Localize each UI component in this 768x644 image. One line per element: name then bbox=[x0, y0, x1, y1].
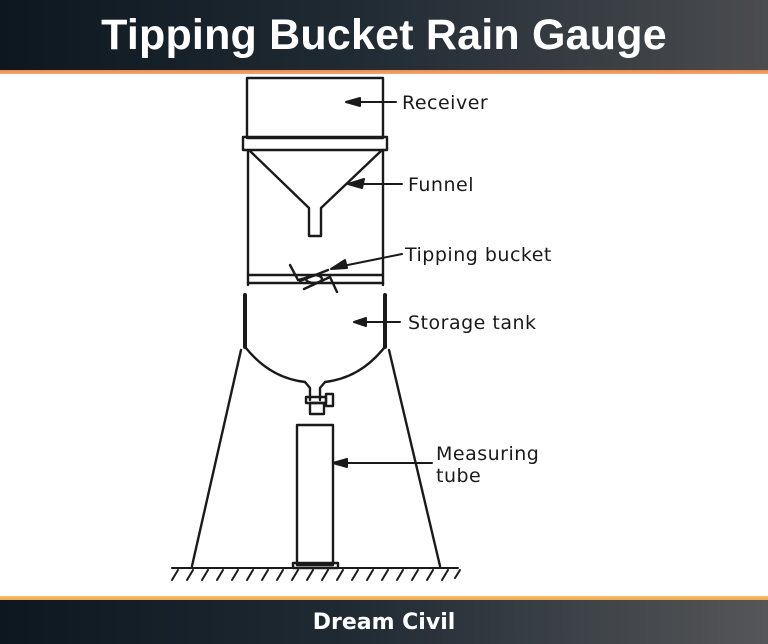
rain-gauge-diagram: Receiver Funnel Tipping bucket Storage t… bbox=[0, 74, 768, 596]
casing-shape bbox=[246, 148, 385, 287]
ground-hatching bbox=[171, 567, 461, 581]
title-banner: Tipping Bucket Rain Gauge bbox=[0, 0, 768, 70]
footer-accent-line bbox=[0, 596, 768, 600]
label-storage-tank: Storage tank bbox=[408, 312, 537, 334]
footer-banner: Dream Civil bbox=[0, 600, 768, 644]
label-receiver: Receiver bbox=[402, 92, 489, 114]
leader-arrows bbox=[330, 97, 433, 468]
storage-tank-shape bbox=[243, 293, 387, 402]
header-accent-line bbox=[0, 70, 768, 74]
funnel-shape bbox=[248, 149, 383, 238]
tipping-bucket-shape bbox=[246, 263, 385, 294]
label-measuring-tube-line2: tube bbox=[436, 465, 482, 487]
valve-shape bbox=[304, 392, 335, 416]
brand-name: Dream Civil bbox=[312, 609, 456, 635]
receiver-shape bbox=[241, 76, 389, 152]
stand-legs bbox=[190, 348, 442, 568]
label-measuring-tube-line1: Measuring bbox=[436, 443, 540, 465]
measuring-tube-shape bbox=[291, 423, 340, 570]
label-funnel: Funnel bbox=[408, 174, 474, 196]
label-tipping-bucket: Tipping bucket bbox=[405, 244, 552, 266]
page-title: Tipping Bucket Rain Gauge bbox=[101, 10, 667, 59]
diagram-drawing bbox=[171, 76, 461, 581]
